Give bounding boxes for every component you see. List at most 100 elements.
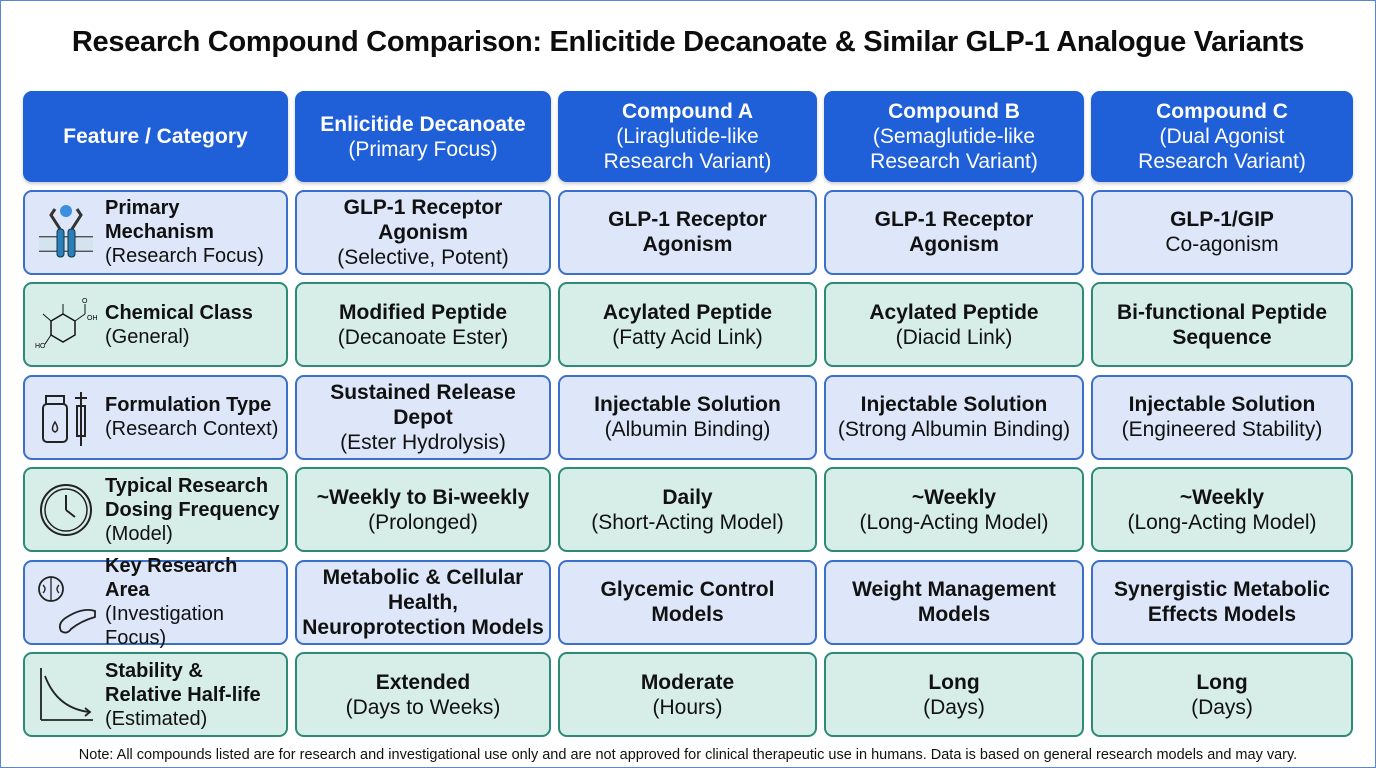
cell-text-line: (Diacid Link)	[895, 325, 1013, 349]
cell-text-line: Sustained Release	[330, 380, 516, 404]
cell-text-line: Synergistic Metabolic	[1114, 578, 1330, 601]
cell-text-line: ~Weekly	[1179, 485, 1265, 509]
cell-text-line: Glycemic Control	[600, 578, 775, 601]
cell-text-line: ~Weekly to Bi-weekly	[316, 485, 530, 509]
cell-text-line: (Research Context)	[105, 418, 279, 440]
svg-text:O: O	[82, 298, 88, 305]
cell-text-line: (Primary Focus)	[348, 137, 498, 161]
cell-text-line: (Hours)	[652, 695, 723, 719]
table-cell: Modified Peptide(Decanoate Ester)	[295, 282, 551, 367]
cell-text-line: (Selective, Potent)	[337, 245, 509, 269]
header-compound-1: Enlicitide Decanoate(Primary Focus)	[295, 91, 551, 182]
cell-text-line: (General)	[105, 325, 190, 348]
table-cell: Daily(Short-Acting Model)	[558, 467, 817, 552]
table-cell: ~Weekly(Long-Acting Model)	[1091, 467, 1353, 552]
cell-text-line: (Fatty Acid Link)	[612, 325, 763, 349]
svg-text:OH: OH	[87, 315, 98, 322]
cell-text-line: Metabolic & Cellular	[322, 565, 524, 589]
chemical-structure-icon: O OH HO	[35, 298, 98, 350]
cell-text-line: (Investigation Focus)	[105, 603, 224, 649]
cell-text-line: (Days to Weeks)	[345, 695, 501, 719]
cell-text-line: Mechanism	[105, 221, 214, 243]
decay-curve-icon	[40, 667, 93, 721]
cell-text-line: Research Variant)	[1138, 150, 1306, 173]
table-cell: ~Weekly to Bi-weekly(Prolonged)	[295, 467, 551, 552]
table-cell: Acylated Peptide(Fatty Acid Link)	[558, 282, 817, 367]
cell-text-line: Acylated Peptide	[602, 300, 773, 324]
row-feature-label: Key Research Area(Investigation Focus)	[23, 555, 288, 649]
cell-text-line: (Research Focus)	[105, 245, 264, 267]
cell-text-line: Acylated Peptide	[869, 300, 1039, 324]
svg-text:HO: HO	[35, 343, 46, 350]
cell-text-line: (Engineered Stability)	[1121, 418, 1323, 441]
cell-text-line: (Days)	[923, 695, 985, 719]
feature-text: Chemical Class(General)	[105, 301, 253, 349]
cell-text-line: (Decanoate Ester)	[337, 325, 509, 349]
cell-text-line: (Estimated)	[105, 707, 208, 730]
cell-text-line: Compound C	[1156, 100, 1288, 123]
table-cell: Acylated Peptide(Diacid Link)	[824, 282, 1084, 367]
vial-syringe-icon	[42, 392, 87, 446]
header-feature-category: Feature / Category	[23, 91, 288, 182]
cell-text-line: Research Variant)	[870, 150, 1038, 173]
cell-text-line: (Ester Hydrolysis)	[340, 430, 506, 454]
feature-text: Stability &Relative Half-life(Estimated)	[105, 659, 261, 731]
cell-text-line: Long	[928, 670, 980, 694]
cell-text-line: Research Variant)	[603, 150, 772, 173]
cell-text-line: Injectable Solution	[860, 393, 1048, 416]
cell-text-line: Co-agonism	[1165, 233, 1279, 256]
cell-text-line: (Dual Agonist	[1159, 125, 1285, 148]
cell-text-line: GLP-1 Receptor	[608, 208, 767, 231]
cell-text-line: Long	[1196, 670, 1248, 694]
cell-text-line: (Long-Acting Model)	[1127, 510, 1317, 534]
cell-text-line: Health,	[387, 590, 458, 614]
cell-text-line: Depot	[393, 405, 453, 429]
table-cell: Injectable Solution(Strong Albumin Bindi…	[824, 374, 1084, 460]
cell-text-line: Injectable Solution	[594, 393, 781, 416]
cell-text-line: ~Weekly	[911, 485, 997, 509]
disclaimer-note: Note: All compounds listed are for resea…	[78, 747, 1298, 763]
cell-text-line: Agonism	[909, 233, 999, 256]
cell-text-line: Feature / Category	[63, 125, 248, 148]
cell-text-line: Sequence	[1172, 325, 1272, 349]
cell-text-line: Agonism	[378, 220, 468, 244]
cell-text-line: (Strong Albumin Binding)	[837, 418, 1071, 441]
cell-text-line: GLP-1 Receptor	[343, 195, 503, 219]
cell-text-line: Chemical Class	[105, 301, 253, 324]
table-cell: Long(Days)	[824, 652, 1084, 737]
cell-text-line: Agonism	[642, 233, 733, 256]
cell-text-line: Compound B	[888, 100, 1020, 123]
cell-text-line: (Short-Acting Model)	[591, 510, 784, 534]
table-cell: Injectable Solution(Albumin Binding)	[558, 374, 817, 460]
cell-text-line: Injectable Solution	[1128, 393, 1316, 416]
clock-icon	[40, 483, 92, 536]
table-cell: Extended(Days to Weeks)	[295, 652, 551, 737]
cell-text-line: Relative Half-life	[105, 683, 261, 706]
cell-text-line: Stability &	[105, 659, 203, 682]
cell-text-line: (Liraglutide-like	[616, 125, 759, 148]
feature-text: Key Research Area(Investigation Focus)	[105, 554, 286, 650]
cell-text-line: Key Research Area	[105, 555, 238, 601]
cell-text-line: Moderate	[640, 670, 735, 694]
cell-text-line: GLP-1 Receptor	[874, 208, 1034, 231]
cell-text-line: GLP-1/GIP	[1170, 208, 1274, 231]
cell-text-line: Modified Peptide	[339, 300, 507, 324]
cell-text-line: Enlicitide Decanoate	[320, 112, 526, 136]
cell-text-line: Bi-functional Peptide	[1117, 300, 1327, 324]
cell-text-line: Formulation Type	[105, 394, 272, 416]
cell-text-line: Primary	[105, 197, 180, 219]
cell-text-line: Effects Models	[1147, 603, 1297, 626]
feature-text: Formulation Type(Research Context)	[105, 393, 278, 441]
